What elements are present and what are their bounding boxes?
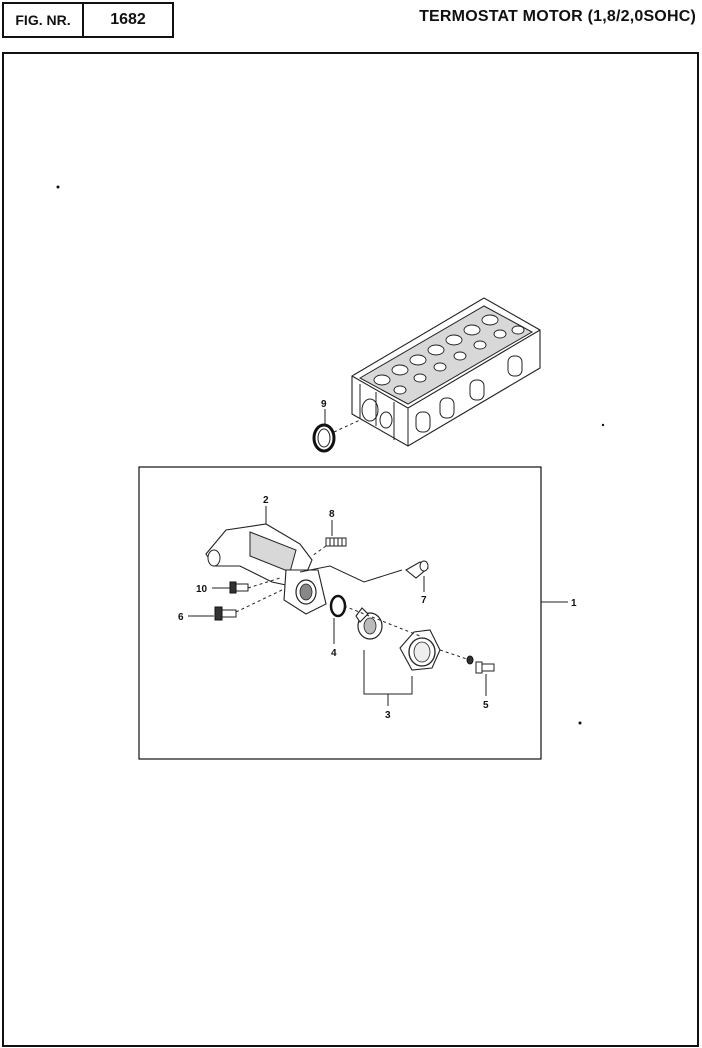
- callout-6: 6: [178, 612, 184, 623]
- page-title: TERMOSTAT MOTOR (1,8/2,0SOHC): [419, 8, 696, 25]
- cylinder-head-drawing: [351, 297, 541, 447]
- gasket-drawing: [329, 594, 347, 618]
- speck: [578, 721, 582, 725]
- bolt-5-drawing: [466, 655, 495, 674]
- temperature-sensor-drawing: [405, 560, 429, 579]
- diagram-frame: [2, 52, 699, 1047]
- callout-4: 4: [331, 648, 337, 659]
- dash-3: [343, 605, 421, 637]
- callout-1: 1: [571, 598, 577, 609]
- thermostat-cover-drawing: [399, 629, 441, 671]
- callout-8: 8: [329, 509, 335, 520]
- speck: [56, 185, 60, 189]
- callout-10: 10: [196, 584, 208, 595]
- dash-5: [439, 649, 471, 661]
- figure-label: FIG. NR.: [4, 4, 84, 36]
- dash-9: [333, 419, 361, 433]
- speck: [601, 423, 605, 427]
- figure-number: 1682: [110, 11, 146, 28]
- assembly-box: [138, 466, 542, 760]
- thermostat-housing-drawing: [205, 523, 403, 615]
- stud-drawing: [325, 537, 347, 547]
- figure-number-box: FIG. NR. 1682: [2, 2, 174, 38]
- callout-2: 2: [263, 495, 269, 506]
- bolt-6-drawing: [214, 606, 237, 621]
- callout-9: 9: [321, 399, 327, 410]
- callout-7: 7: [421, 595, 427, 606]
- thermostat-drawing: [355, 607, 383, 640]
- callout-3: 3: [385, 710, 391, 721]
- seal-ring-drawing: [312, 423, 336, 453]
- bolt-10-drawing: [229, 581, 249, 594]
- callout-5: 5: [483, 700, 489, 711]
- dash-8: [311, 545, 327, 557]
- dash-6: [235, 589, 283, 613]
